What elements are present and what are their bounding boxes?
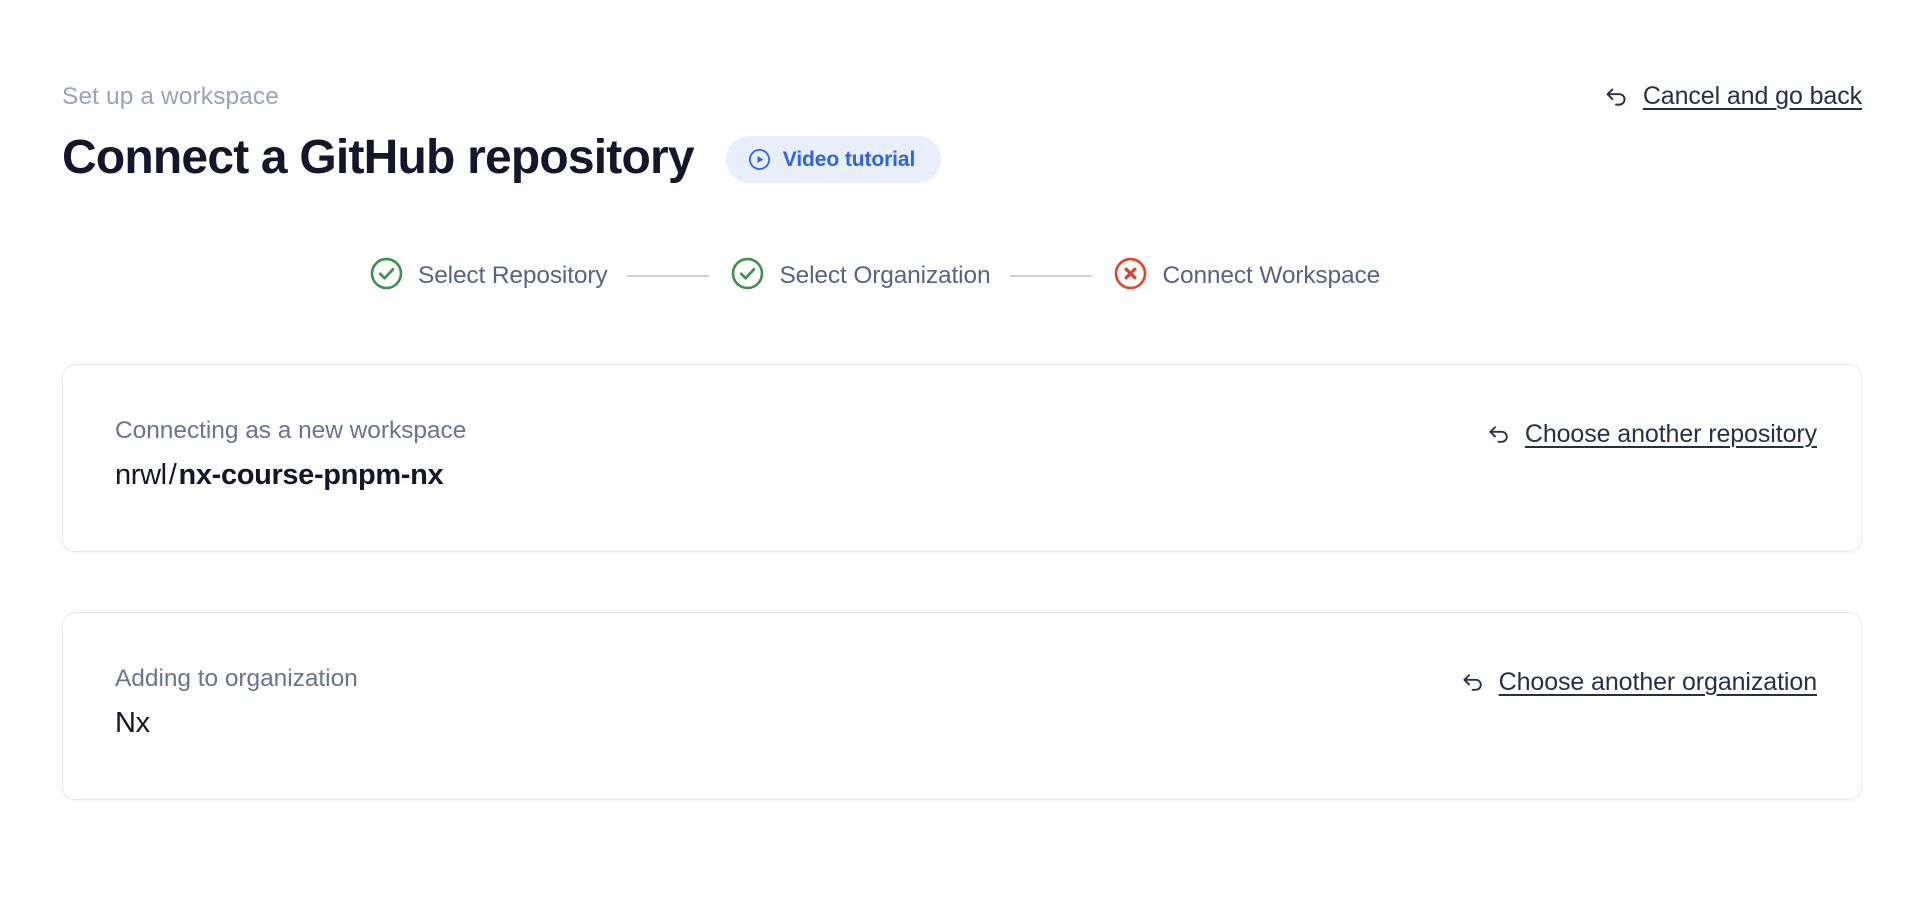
undo-arrow-icon	[1602, 82, 1631, 111]
organization-name: Nx	[115, 706, 150, 739]
stepper-label-connect-workspace: Connect Workspace	[1162, 261, 1381, 289]
organization-card-kicker: Adding to organization	[115, 664, 358, 692]
breadcrumb-eyebrow: Set up a workspace	[62, 83, 279, 110]
check-circle-icon	[368, 255, 405, 297]
page-header: Set up a workspace Connect a GitHub repo…	[62, 0, 1862, 185]
choose-another-organization-label: Choose another organization	[1498, 667, 1817, 696]
video-tutorial-label: Video tutorial	[782, 147, 916, 171]
organization-card-text: Adding to organization Nx	[115, 665, 358, 741]
video-tutorial-button[interactable]: Video tutorial	[725, 136, 942, 184]
stepper-connector-1	[627, 274, 710, 277]
undo-arrow-icon	[1485, 420, 1513, 448]
stepper-step-connect-workspace[interactable]: Connect Workspace	[1112, 255, 1380, 297]
summary-cards: Connecting as a new workspace nrwl/nx-co…	[62, 363, 1862, 800]
cancel-and-go-back-link[interactable]: Cancel and go back	[1602, 82, 1862, 111]
repository-owner: nrwl	[115, 458, 167, 491]
organization-card-inner: Adding to organization Nx Choose another…	[115, 665, 1817, 741]
progress-stepper: Select Repository Select Organization Co…	[62, 255, 1862, 297]
page-title: Connect a GitHub repository	[62, 130, 695, 184]
x-circle-icon	[1112, 255, 1149, 297]
repository-card-inner: Connecting as a new workspace nrwl/nx-co…	[115, 417, 1817, 493]
undo-arrow-icon	[1459, 668, 1487, 696]
stepper-connector-2	[1010, 274, 1093, 277]
stepper-step-select-repository[interactable]: Select Repository	[368, 255, 608, 297]
check-circle-icon	[729, 255, 766, 297]
play-circle-icon	[747, 147, 772, 172]
stepper-label-select-organization: Select Organization	[779, 261, 991, 289]
choose-another-repository-label: Choose another repository	[1524, 419, 1817, 448]
repository-card-text: Connecting as a new workspace nrwl/nx-co…	[115, 417, 466, 493]
choose-another-organization-link[interactable]: Choose another organization	[1459, 668, 1817, 697]
repository-card-value: nrwl/nx-course-pnpm-nx	[115, 459, 466, 492]
stepper-label-select-repository: Select Repository	[418, 261, 608, 289]
organization-summary-card: Adding to organization Nx Choose another…	[62, 611, 1862, 800]
repository-name: nx-course-pnpm-nx	[178, 458, 444, 491]
repository-card-kicker: Connecting as a new workspace	[115, 416, 467, 444]
title-row: Connect a GitHub repository Video tutori…	[62, 131, 1862, 185]
choose-another-repository-link[interactable]: Choose another repository	[1485, 420, 1817, 449]
stepper-step-select-organization[interactable]: Select Organization	[729, 255, 991, 297]
repository-summary-card: Connecting as a new workspace nrwl/nx-co…	[62, 363, 1862, 552]
cancel-and-go-back-label: Cancel and go back	[1642, 82, 1862, 110]
repository-separator: /	[168, 458, 177, 491]
